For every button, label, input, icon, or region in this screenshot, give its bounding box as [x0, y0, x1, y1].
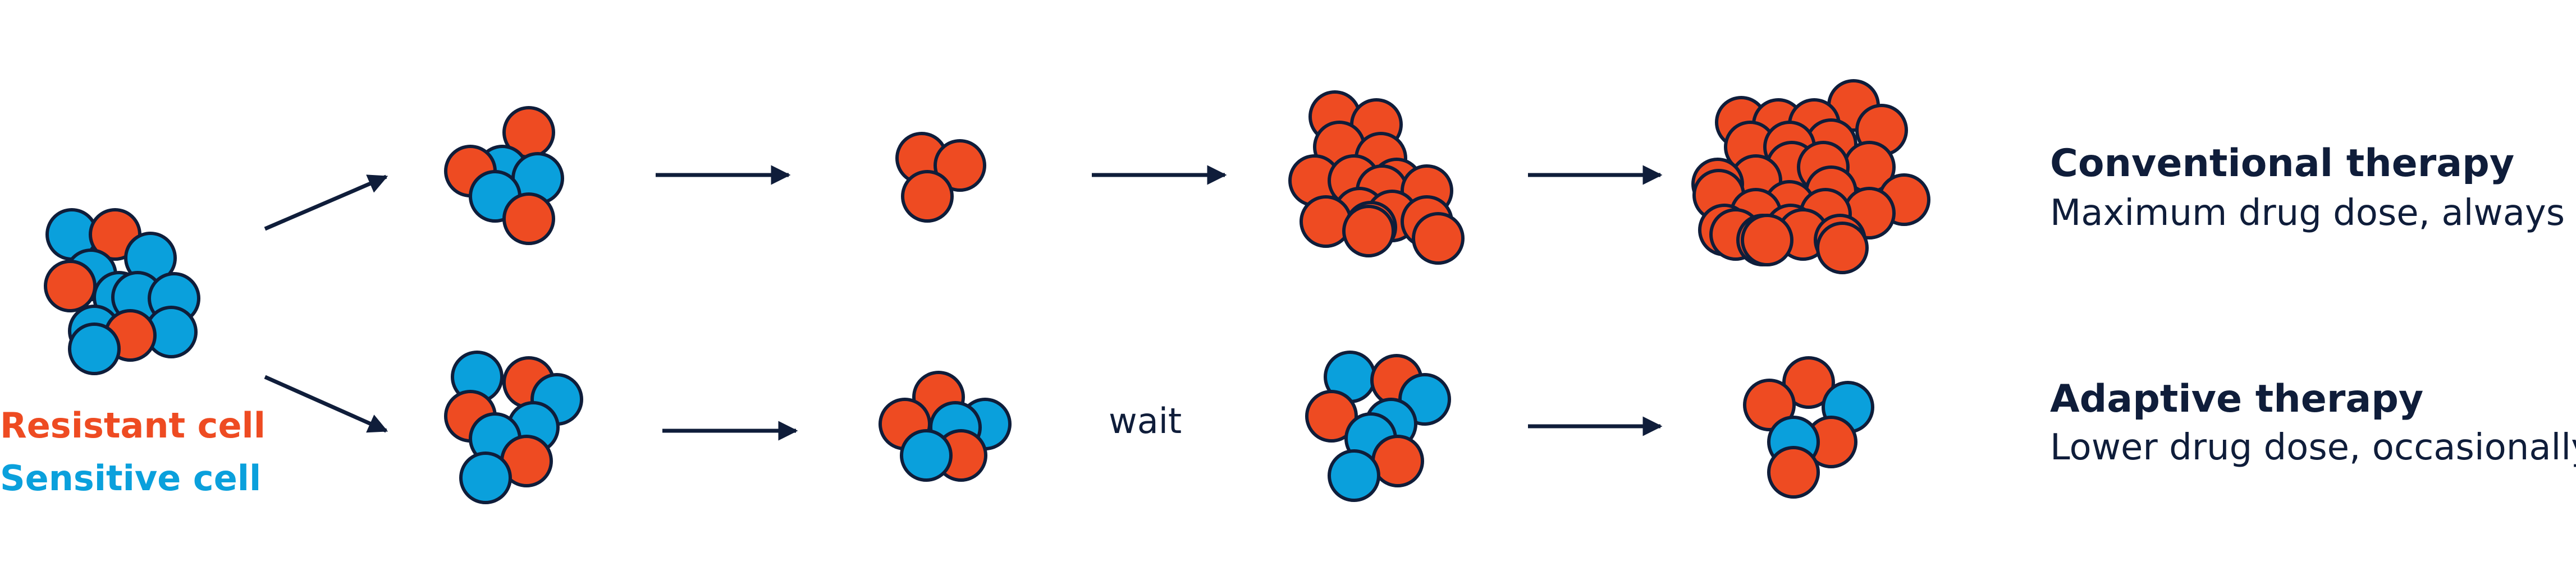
sensitive-cell	[900, 429, 953, 482]
resistant-cell	[1305, 390, 1358, 443]
resistant-cell	[934, 139, 986, 192]
adaptive-step4-cluster	[1743, 356, 1874, 499]
resistant-cell	[1767, 446, 1820, 499]
adaptive-therapy-subtitle: Lower drug dose, occasionally	[2050, 427, 2576, 468]
resistant-cell	[44, 260, 97, 312]
resistant-cell	[1412, 212, 1465, 265]
legend-sensitive-label: Sensitive cell	[0, 458, 262, 499]
arrow-to-conventional	[264, 174, 388, 231]
conventional-therapy-subtitle: Maximum drug dose, always	[2050, 192, 2565, 234]
adaptive-therapy-title: Adaptive therapy	[2050, 377, 2424, 421]
resistant-cell	[1782, 356, 1835, 409]
sensitive-cell	[459, 452, 512, 504]
adaptive-step3-cluster	[1305, 351, 1451, 502]
resistant-cell	[1371, 435, 1424, 487]
initial-tumor-cluster	[44, 208, 200, 375]
cell-clusters	[44, 79, 1930, 504]
resistant-cell	[502, 192, 555, 245]
resistant-cell	[901, 170, 954, 223]
resistant-cell	[1743, 379, 1796, 431]
wait-label: wait	[1109, 400, 1182, 441]
arrows	[264, 165, 1663, 441]
arrow-to-adaptive	[264, 375, 388, 433]
adaptive-step2-cluster	[879, 371, 1012, 482]
resistant-cell	[1816, 222, 1869, 274]
resistant-cell	[1300, 195, 1352, 248]
sensitive-cell	[1328, 449, 1380, 502]
legend-resistant-label: Resistant cell	[0, 405, 266, 446]
resistant-cell	[1342, 205, 1395, 257]
conventional-step4-cluster	[1691, 79, 1930, 274]
adaptive-step1-cluster	[444, 351, 583, 504]
sensitive-cell	[68, 323, 121, 375]
conventional-step2-cluster	[895, 132, 986, 223]
conventional-step1-cluster	[444, 106, 564, 245]
conventional-therapy-title: Conventional therapy	[2050, 141, 2515, 186]
conventional-step3-cluster	[1288, 90, 1465, 265]
resistant-cell	[1741, 214, 1793, 266]
